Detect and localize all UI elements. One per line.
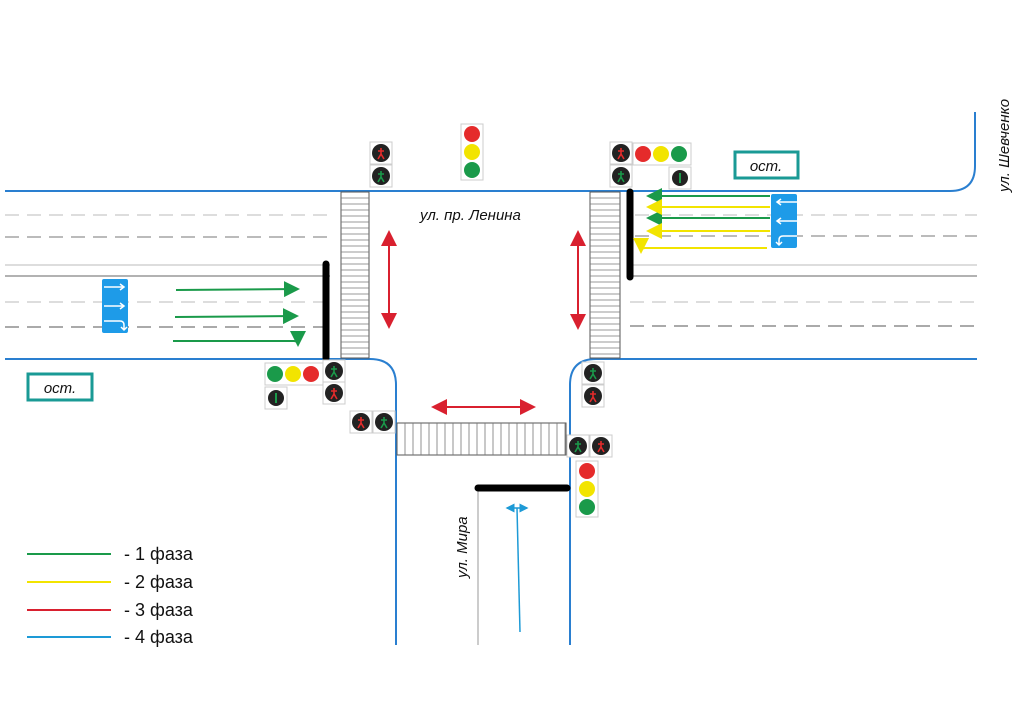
bus-stop-north-east: ост. <box>733 150 800 180</box>
vehicle-light-south <box>575 460 599 518</box>
phase2-arrows <box>633 199 770 254</box>
bus-stop-label: ост. <box>750 158 782 175</box>
south-west-edge <box>5 358 397 645</box>
legend-label: - 4 фаза <box>124 627 194 647</box>
legend-label: - 3 фаза <box>124 600 194 620</box>
ped-light-green <box>322 359 346 383</box>
south-east-edge <box>569 358 977 645</box>
vehicle-light-west <box>264 362 324 410</box>
crosswalk-east <box>589 191 621 359</box>
street-label-main: ул. пр. Ленина <box>419 207 521 224</box>
street-label-east: ул. Шевченко <box>996 99 1013 193</box>
legend-label: - 2 фаза <box>124 572 194 592</box>
ped-light-red <box>589 434 613 458</box>
ped-light-red <box>581 384 605 408</box>
ped-light-green <box>372 410 396 434</box>
legend-item: - 4 фаза <box>27 627 194 647</box>
legend-item: - 1 фаза <box>27 544 194 564</box>
lane-sign-west <box>102 279 128 333</box>
phase3-arrows <box>381 230 586 415</box>
ped-light-green <box>369 164 393 188</box>
crosswalk-west <box>340 191 370 359</box>
ped-light-green <box>566 434 590 458</box>
phase1-arrow-west-turn <box>173 330 306 347</box>
vehicle-light-north <box>460 123 484 181</box>
lane-markings-east <box>630 214 977 327</box>
phase4-arrow-south <box>516 507 521 633</box>
legend-item: - 2 фаза <box>27 572 194 592</box>
bus-stop-label: ост. <box>44 380 76 397</box>
phase4-arrows <box>505 503 529 633</box>
crosswalk-south <box>396 422 567 456</box>
street-label-south: ул. Мира <box>454 516 471 579</box>
road-edges <box>5 112 977 645</box>
ped-light-red <box>609 141 633 165</box>
phase2-arrow-east-turn <box>633 237 767 254</box>
north-edge <box>5 112 976 192</box>
ped-light-red <box>349 410 373 434</box>
phase1-arrow-west-2 <box>174 308 299 325</box>
ped-light-red <box>369 141 393 165</box>
ped-light-green <box>581 361 605 385</box>
lane-markings-west <box>5 214 330 328</box>
phase1-arrow-west-1 <box>175 281 300 298</box>
ped-light-red <box>322 381 346 405</box>
phase1-arrows <box>173 188 770 347</box>
pedestrian-lights <box>322 141 633 458</box>
ped-light-green <box>609 164 633 188</box>
legend-item: - 3 фаза <box>27 600 194 620</box>
lane-sign-east <box>771 194 797 248</box>
legend-label: - 1 фаза <box>124 544 194 564</box>
legend: - 1 фаза - 2 фаза - 3 фаза - 4 фаза <box>27 544 194 647</box>
vehicle-light-east <box>632 142 692 190</box>
bus-stop-south-west: ост. <box>26 372 94 402</box>
